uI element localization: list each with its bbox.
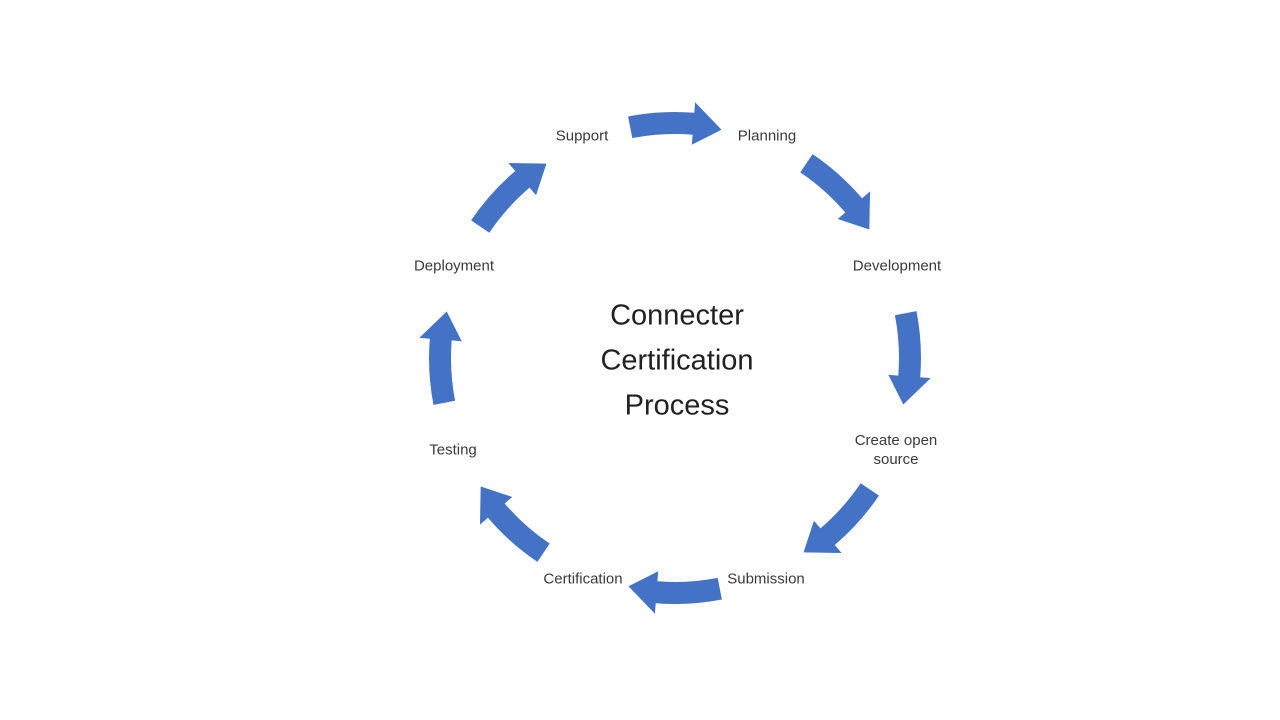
diagram-title-line-1: Connecter: [610, 299, 744, 332]
arrow-create-open-source-to-submission: [792, 475, 889, 572]
step-label-testing: Testing: [429, 441, 477, 459]
step-label-support: Support: [555, 127, 609, 145]
step-label-deployment: Deployment: [413, 257, 495, 275]
arrow-development-to-create-open-source: [888, 311, 931, 405]
diagram-title: Connecter Certification Process: [527, 294, 827, 429]
arrow-support-to-planning: [628, 102, 722, 145]
step-label-development: Development: [852, 257, 942, 275]
arrow-testing-to-deployment: [419, 311, 462, 405]
arrow-planning-to-development: [792, 144, 889, 241]
arrow-deployment-to-support: [461, 144, 558, 241]
step-label-create-open-source: Create open source: [854, 432, 938, 468]
diagram-title-line-2: Certification: [600, 344, 754, 377]
step-label-submission: Submission: [727, 570, 805, 588]
arrow-certification-to-testing: [461, 475, 558, 572]
diagram-title-line-3: Process: [624, 389, 730, 422]
step-label-planning: Planning: [737, 127, 797, 145]
step-label-certification: Certification: [543, 570, 623, 588]
arrow-submission-to-certification: [628, 571, 722, 614]
